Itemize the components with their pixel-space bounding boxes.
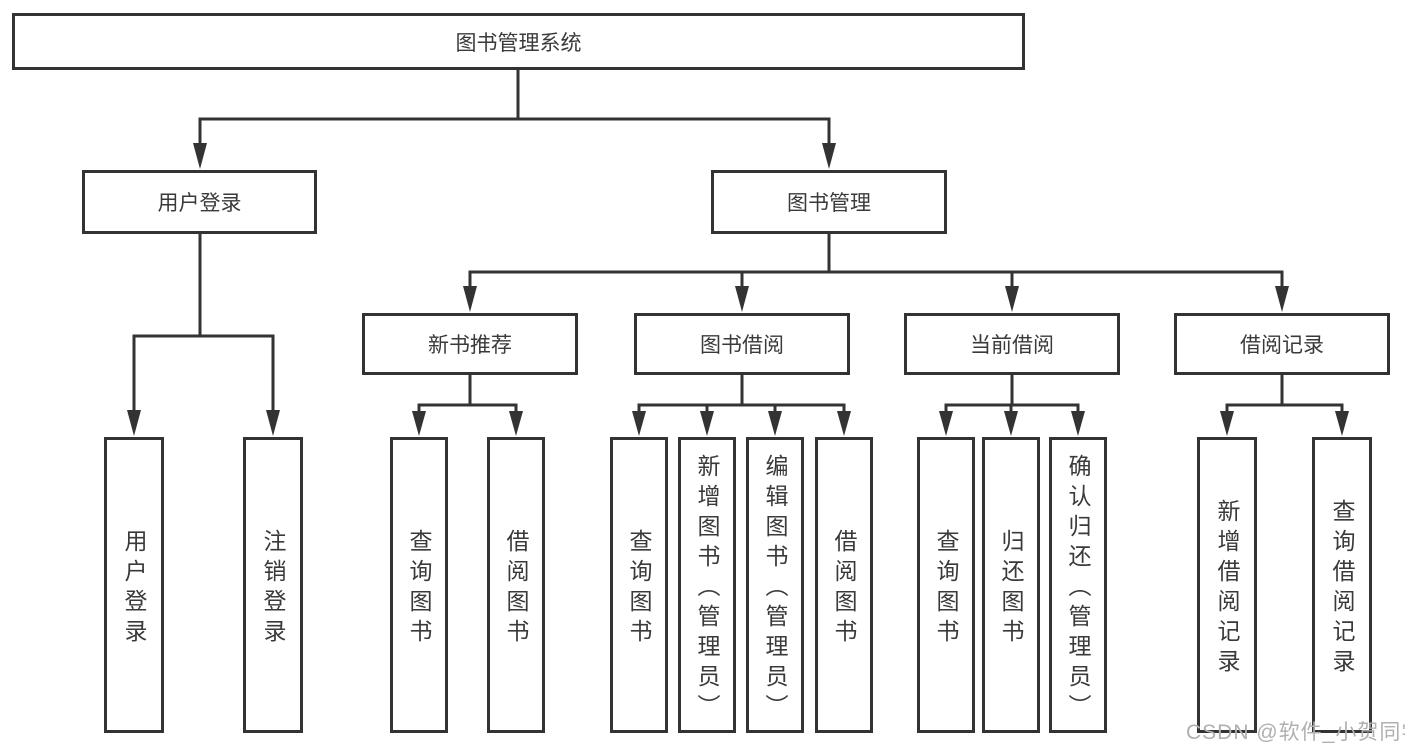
connector-book-borrow-to-leaves bbox=[632, 375, 851, 436]
connector-current-borrow-to-leaves bbox=[939, 375, 1085, 436]
leaf-borrow-books-recommend: 借阅图书 bbox=[487, 437, 545, 733]
node-book-management: 图书管理 bbox=[711, 170, 947, 234]
leaf-return-book: 归还图书 bbox=[982, 437, 1040, 733]
leaf-query-books-recommend: 查询图书 bbox=[390, 437, 448, 733]
leaf-confirm-return-admin: 确认归还（管理员） bbox=[1049, 437, 1107, 733]
leaf-user-login: 用户登录 bbox=[104, 437, 164, 733]
node-book-borrow: 图书借阅 bbox=[634, 313, 850, 375]
connector-root-to-level2 bbox=[193, 70, 836, 169]
leaf-query-books-borrow: 查询图书 bbox=[610, 437, 668, 733]
connector-user-login-to-leaves bbox=[127, 234, 280, 436]
leaf-query-books-current: 查询图书 bbox=[917, 437, 975, 733]
leaf-logout: 注销登录 bbox=[243, 437, 303, 733]
connector-new-book-recommend-to-leaves bbox=[412, 375, 523, 436]
watermark: CSDN @软件_小贺同学 bbox=[1186, 721, 1405, 744]
node-new-book-recommend: 新书推荐 bbox=[362, 313, 578, 375]
leaf-query-borrow-record: 查询借阅记录 bbox=[1312, 437, 1372, 733]
leaf-add-book-admin: 新增图书（管理员） bbox=[678, 437, 736, 733]
leaf-add-borrow-record: 新增借阅记录 bbox=[1197, 437, 1257, 733]
leaf-borrow-books: 借阅图书 bbox=[815, 437, 873, 733]
leaf-edit-book-admin: 编辑图书（管理员） bbox=[746, 437, 804, 733]
node-current-borrow: 当前借阅 bbox=[904, 313, 1120, 375]
node-borrow-records: 借阅记录 bbox=[1174, 313, 1390, 375]
node-root: 图书管理系统 bbox=[12, 13, 1025, 70]
connector-book-management-to-level3 bbox=[463, 234, 1289, 312]
connector-borrow-records-to-leaves bbox=[1220, 375, 1349, 436]
node-user-login: 用户登录 bbox=[82, 170, 317, 234]
